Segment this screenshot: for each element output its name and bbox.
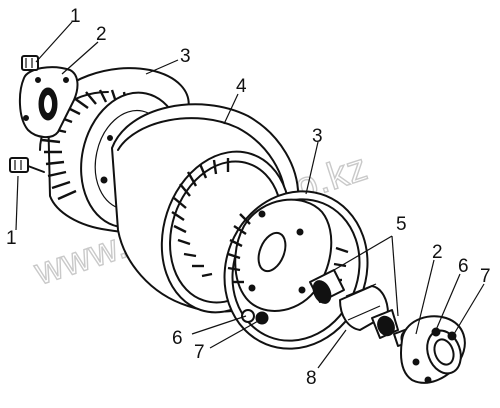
callout-5: 5 bbox=[396, 214, 407, 235]
bolt-top bbox=[21, 55, 39, 71]
callout-7-right: 7 bbox=[480, 266, 491, 287]
bolt-bottom bbox=[9, 157, 45, 173]
callout-1-top: 1 bbox=[70, 6, 81, 27]
callout-7-left: 7 bbox=[194, 342, 205, 363]
callout-8: 8 bbox=[306, 368, 317, 389]
callout-6-right: 6 bbox=[458, 256, 469, 277]
right-flange-assembly bbox=[400, 315, 466, 384]
callout-2-top: 2 bbox=[96, 24, 107, 45]
callout-3-right: 3 bbox=[312, 126, 323, 147]
stator-slots-right bbox=[227, 213, 349, 284]
rotor-shaft-assembly bbox=[309, 269, 415, 347]
stator-slots-ring bbox=[171, 158, 230, 278]
callout-3-left: 3 bbox=[180, 46, 191, 67]
callout-6-left: 6 bbox=[172, 328, 183, 349]
right-end-plate-assembly bbox=[223, 190, 369, 350]
leader-lines bbox=[15, 21, 485, 369]
callout-2-right: 2 bbox=[432, 242, 443, 263]
callout-1-bottom: 1 bbox=[6, 228, 17, 249]
callout-4: 4 bbox=[236, 76, 247, 97]
